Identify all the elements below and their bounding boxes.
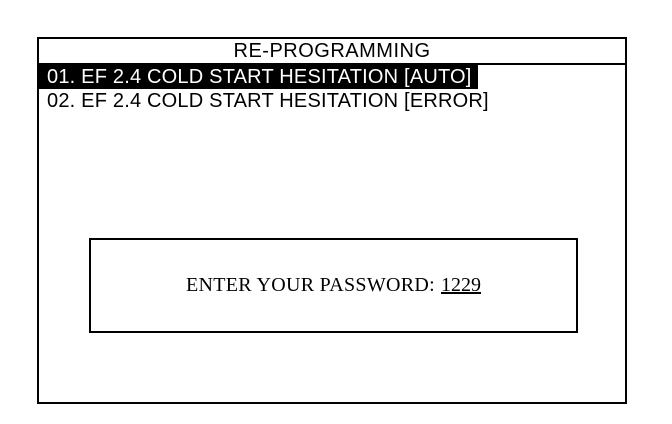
- reprogramming-screen: RE-PROGRAMMING 01. EF 2.4 COLD START HES…: [37, 37, 627, 404]
- reprogramming-menu: 01. EF 2.4 COLD START HESITATION [AUTO] …: [39, 65, 625, 113]
- password-prompt-label: ENTER YOUR PASSWORD:: [186, 274, 435, 296]
- password-dialog: ENTER YOUR PASSWORD: 1229: [89, 238, 578, 333]
- password-input[interactable]: 1229: [441, 274, 481, 296]
- menu-item-row-1[interactable]: 01. EF 2.4 COLD START HESITATION [AUTO]: [39, 65, 625, 89]
- screen-title: RE-PROGRAMMING: [39, 39, 625, 65]
- menu-item-error[interactable]: 02. EF 2.4 COLD START HESITATION [ERROR]: [47, 90, 489, 112]
- menu-item-auto-selected[interactable]: 01. EF 2.4 COLD START HESITATION [AUTO]: [39, 65, 478, 89]
